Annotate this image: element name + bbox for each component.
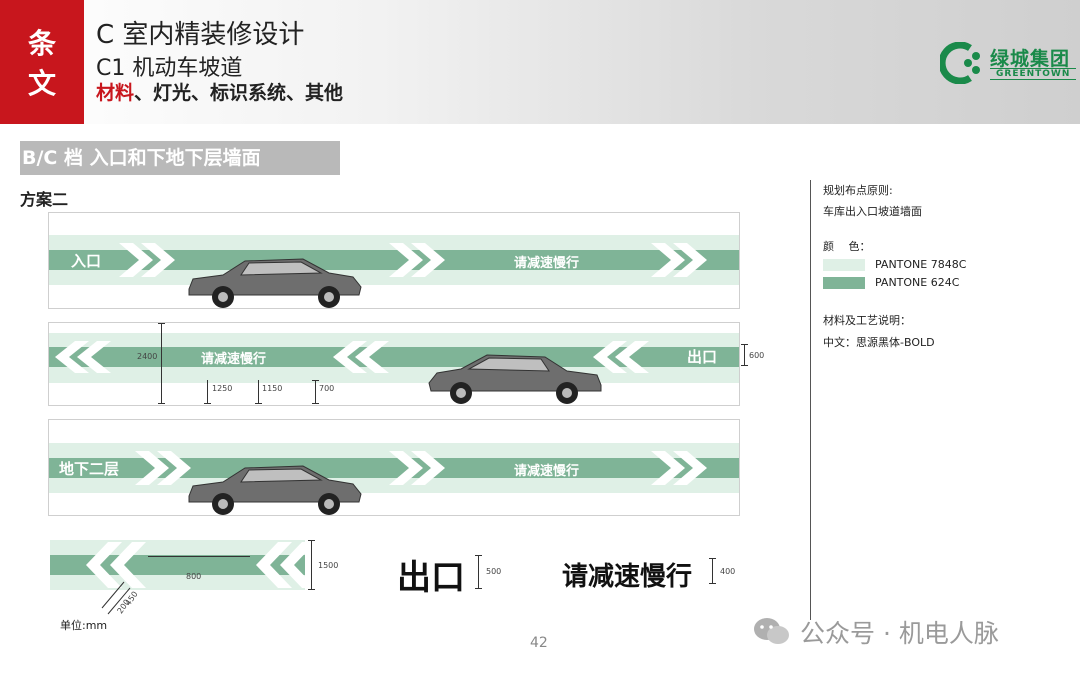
panel-label-exit: 出口 [687,348,718,366]
color-swatch-7848c [823,259,865,271]
side-tab: 条 文 [0,0,84,124]
dim-tick [741,365,748,366]
dim-label-600: 600 [749,351,765,360]
dim-tick [312,380,319,381]
nav-rest-items: 、灯光、标识系统、其他 [134,82,344,104]
dim-label-1500: 1500 [318,561,339,570]
plan-label: 方案二 [20,190,69,209]
dim-line-1150 [258,380,259,404]
logo-text-cn: 绿城集团 [990,48,1071,70]
dim-label-1250: 1250 [212,384,233,393]
car-icon [188,258,362,308]
dim-tick [158,403,165,404]
principle-text: 车库出入口坡道墙面 [823,205,922,218]
dim-tick [204,403,211,404]
dim-label-500: 500 [486,567,502,576]
wall-panel-entrance: 入口 请减速慢行 [48,212,740,309]
dim-line-500 [478,555,479,589]
dim-line-400 [712,558,713,584]
logo-text-en: GREENTOWN [990,68,1077,80]
unit-label: 单位:mm [60,619,108,632]
panel-label-slow: 请减速慢行 [514,464,580,479]
dim-tick [308,540,315,541]
sign-text-slow-down: 请减速慢行 [562,562,693,592]
dim-tick [475,588,482,589]
dim-line-1500 [311,540,312,590]
wechat-icon [754,618,789,644]
header-bar [0,0,1080,124]
dim-label-400: 400 [720,567,736,576]
sign-text-exit: 出口 [397,558,465,598]
dim-line-2400 [161,323,162,404]
dim-label-2400: 2400 [137,352,158,361]
dim-tick [709,583,716,584]
material-text: 中文：思源黑体-BOLD [823,336,935,349]
chevron-arrows-left-icon [86,542,305,588]
chevron-arrows-icon [119,243,707,277]
category-nav: 材料、灯光、标识系统、其他 [96,78,343,105]
panel-label-entrance: 入口 [71,252,102,270]
color-name-624c: PANTONE 624C [875,276,960,289]
chevron-arrows-left-icon [55,341,649,373]
color-label: 颜 色： [823,240,871,253]
dim-line-1250 [207,380,208,404]
dim-label-1150: 1150 [262,384,283,393]
chevron-arrows-icon [135,451,707,485]
panel-label-slow: 请减速慢行 [514,256,580,271]
wall-panel-basement-2: 地下二层 请减速慢行 [48,419,740,516]
panel-label-basement-2: 地下二层 [59,460,120,478]
dim-line-800 [148,556,250,557]
page-number: 42 [530,635,548,651]
dim-line-700 [315,380,316,404]
side-tab-char-1: 条 [27,27,56,60]
dim-tick [158,323,165,324]
dim-tick [308,589,315,590]
dim-line-600 [744,344,745,366]
panel-label-slow: 请减速慢行 [201,352,267,367]
dim-tick [741,344,748,345]
dim-tick [475,555,482,556]
dim-tick [255,403,262,404]
material-title: 材料及工艺说明： [823,314,911,327]
car-icon [428,354,602,404]
page-title: C 室内精装修设计 [96,20,305,50]
dim-tick [709,558,716,559]
wall-panel-exit: 请减速慢行 出口 [48,322,740,406]
page-subtitle: C1 机动车坡道 [96,56,243,81]
color-name-7848c: PANTONE 7848C [875,258,967,271]
dim-tick [312,403,319,404]
nav-active-item: 材料 [96,82,135,104]
watermark-text: 公众号 · 机电人脉 [800,619,999,648]
section-title: B/C 档 入口和下地下层墙面 [20,141,340,175]
car-icon [188,465,362,515]
greentown-logo-icon [940,42,980,84]
dim-label-800: 800 [186,572,202,581]
side-tab-char-2: 文 [27,67,56,100]
dim-label-700: 700 [319,384,335,393]
color-swatch-624c [823,277,865,289]
column-divider [810,180,811,620]
principle-title: 规划布点原则: [823,184,893,197]
arrow-detail-strip [50,540,305,590]
dim-diagonal-icon [101,581,131,615]
